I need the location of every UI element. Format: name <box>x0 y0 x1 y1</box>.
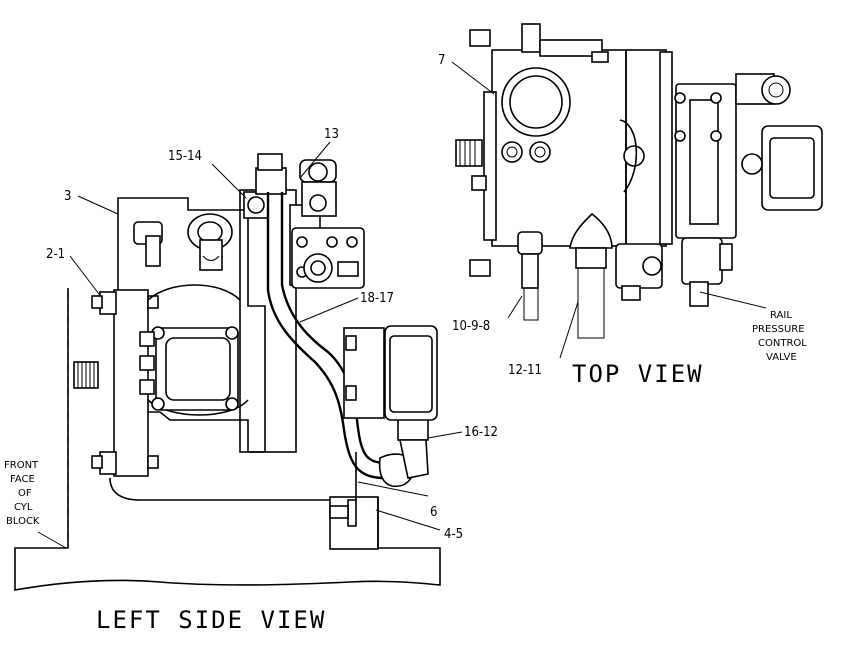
callout-18-17: 18-17 <box>360 291 394 306</box>
top-view <box>455 23 823 339</box>
rail-valve-line-3: CONTROL <box>758 338 807 349</box>
callout-4-5: 4-5 <box>444 527 463 542</box>
callout-15-14: 15-14 <box>168 149 202 164</box>
fitting-16-12 <box>397 417 429 441</box>
rail-valve-line-2: PRESSURE <box>752 324 805 335</box>
front-face-line-1: FRONT <box>4 460 39 471</box>
engine-block-outline <box>14 288 441 591</box>
callout-7: 7 <box>438 53 445 68</box>
left-side-view-title: LEFT SIDE VIEW <box>96 606 326 634</box>
mounting-bracket <box>329 496 379 550</box>
callout-10-9-8: 10-9-8 <box>452 319 490 334</box>
front-face-line-2: FACE <box>10 474 35 485</box>
callout-16-12: 16-12 <box>464 425 498 440</box>
callout-12-11: 12-11 <box>508 363 542 378</box>
callout-13: 13 <box>324 127 339 142</box>
callout-6: 6 <box>430 505 437 520</box>
bracket-bolt <box>329 505 349 519</box>
rail-valve-line-1: RAIL <box>770 310 792 321</box>
callout-3: 3 <box>64 189 71 204</box>
top-view-title: TOP VIEW <box>572 360 704 388</box>
top-leader-lines <box>451 61 767 359</box>
callout-2-1: 2-1 <box>46 247 65 262</box>
left-leader-lines <box>37 141 463 549</box>
fuel-line <box>266 192 396 480</box>
rail-valve-line-4: VALVE <box>766 352 797 363</box>
top-connector <box>255 167 287 195</box>
labels: 3 2-1 15-14 13 18-17 16-12 6 4-5 7 10-9-… <box>4 53 807 634</box>
front-face-line-5: BLOCK <box>6 516 40 527</box>
front-face-line-3: OF <box>18 488 32 499</box>
left-side-view <box>14 153 441 591</box>
front-face-line-4: CYL <box>14 502 33 513</box>
